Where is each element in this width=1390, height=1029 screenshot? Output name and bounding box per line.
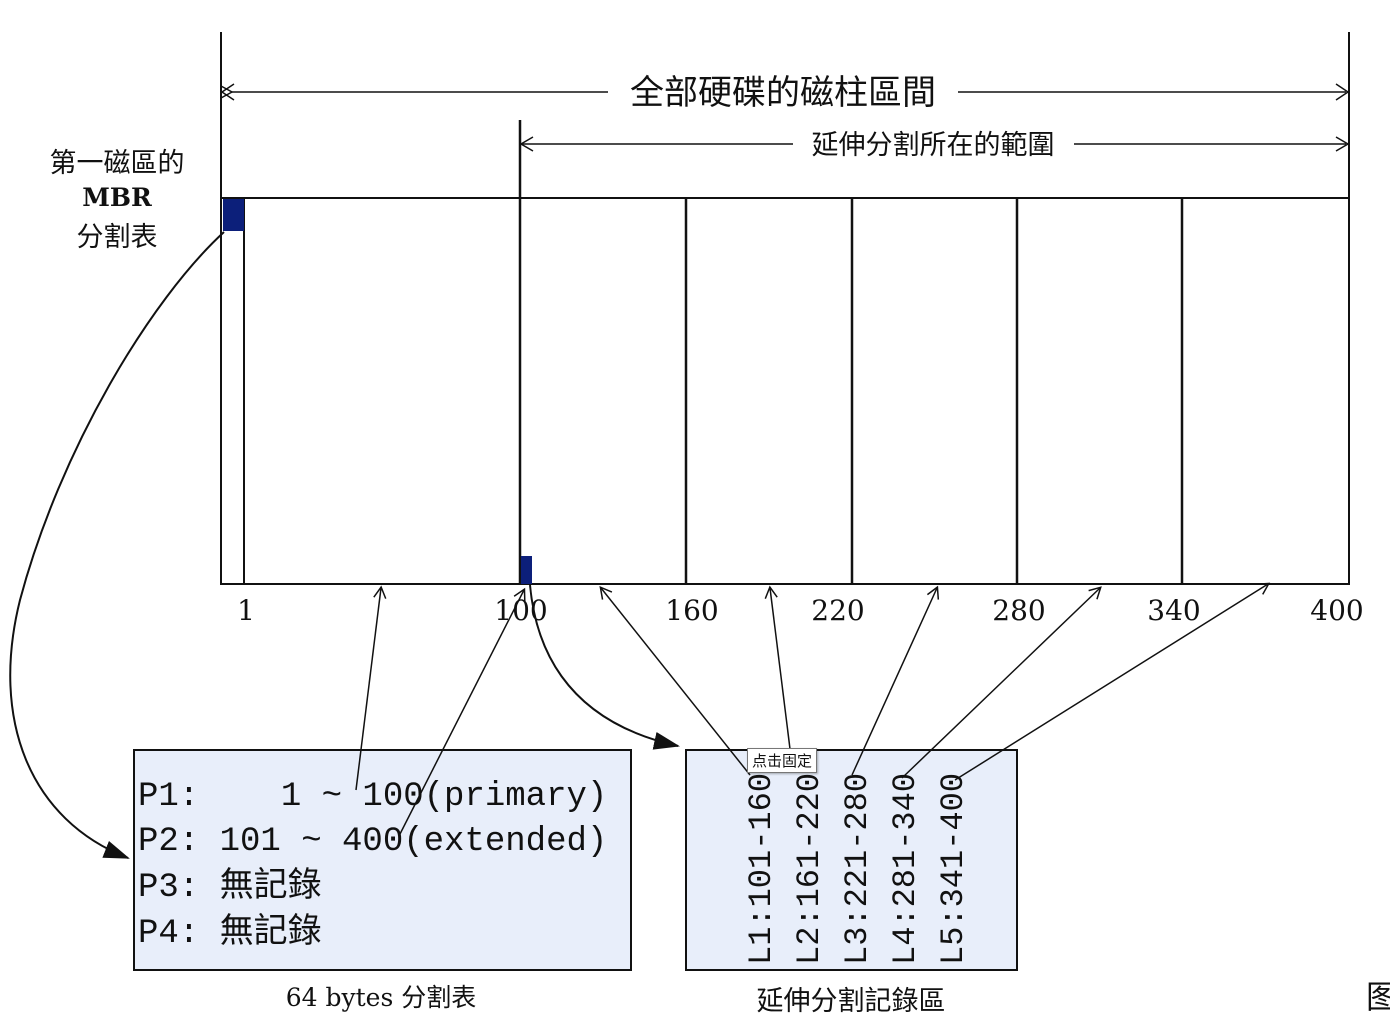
extended-record-1: L1:101-160 bbox=[743, 773, 780, 965]
partition-row-2: P2: 101 ~ 400(extended) bbox=[138, 823, 607, 861]
tick-label-160: 160 bbox=[665, 594, 718, 627]
partition-row-3: P3: 無記錄 bbox=[138, 866, 322, 907]
mbr-label-line2: MBR bbox=[82, 183, 152, 212]
mbr-label-line1: 第一磁區的 bbox=[50, 148, 185, 179]
p1-arrow bbox=[355, 585, 387, 791]
extended-record-block bbox=[521, 556, 532, 584]
fix-tooltip[interactable]: 点击固定 bbox=[747, 748, 818, 773]
partition-table-caption: 64 bytes 分割表 bbox=[286, 983, 477, 1012]
partition-table-box bbox=[133, 749, 632, 971]
disk-cylinder-area bbox=[220, 197, 1350, 585]
full-range-title: 全部硬碟的磁柱區間 bbox=[630, 73, 936, 113]
full-range-arrow-left-head bbox=[220, 83, 235, 101]
mbr-to-table-curve bbox=[9, 231, 225, 859]
tick-label-100: 100 bbox=[494, 594, 547, 627]
l5-arrow bbox=[954, 582, 1271, 781]
mbr-label-line3: 分割表 bbox=[77, 222, 158, 253]
extended-range-arrow-right-head bbox=[1335, 136, 1350, 152]
extended-record-5: L5:341-400 bbox=[935, 773, 972, 965]
l3-arrow bbox=[851, 585, 940, 776]
partition-row-1: P1: 1 ~ 100(primary) bbox=[138, 778, 607, 816]
extended-record-2: L2:161-220 bbox=[791, 773, 828, 965]
extended-records-box bbox=[685, 749, 1018, 971]
l1-arrow bbox=[599, 585, 751, 776]
full-range-arrow-right-head bbox=[1335, 83, 1350, 101]
tick-label-1: 1 bbox=[237, 594, 255, 627]
ext-block-to-records-curve bbox=[529, 584, 680, 750]
extended-record-4: L4:281-340 bbox=[887, 773, 924, 965]
tick-label-280: 280 bbox=[992, 594, 1045, 627]
p2-arrow bbox=[399, 587, 526, 835]
tick-label-340: 340 bbox=[1147, 594, 1200, 627]
tick-label-400: 400 bbox=[1310, 594, 1363, 627]
tick-label-220: 220 bbox=[811, 594, 864, 627]
l4-arrow bbox=[901, 586, 1102, 779]
corner-glyph: 图 bbox=[1366, 978, 1390, 1016]
l2-arrow bbox=[764, 585, 793, 766]
extended-range-title: 延伸分割所在的範圍 bbox=[812, 130, 1055, 161]
extended-record-3: L3:221-280 bbox=[839, 773, 876, 965]
extended-records-caption: 延伸分割記錄區 bbox=[757, 986, 946, 1017]
partition-row-4: P4: 無記錄 bbox=[138, 912, 322, 953]
mbr-block bbox=[223, 199, 244, 231]
